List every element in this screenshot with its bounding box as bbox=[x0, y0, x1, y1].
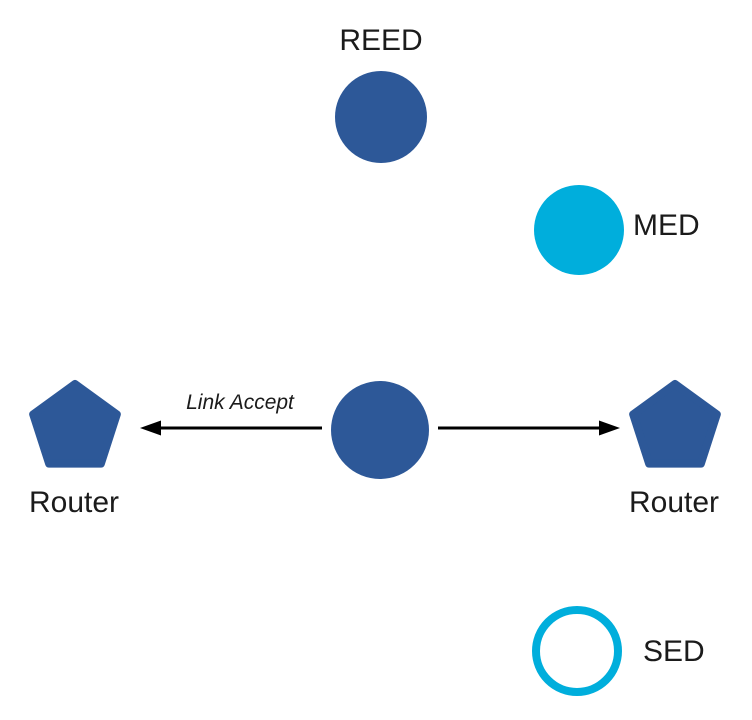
right-arrowhead bbox=[599, 420, 620, 436]
med-node-circle bbox=[534, 185, 624, 275]
router-right-label: Router bbox=[628, 486, 720, 519]
center-node-circle bbox=[331, 381, 429, 479]
link-accept-edge-label: Link Accept bbox=[186, 391, 294, 414]
reed-node-circle bbox=[335, 71, 427, 163]
router-left-label: Router bbox=[28, 486, 120, 519]
sed-node-circle bbox=[532, 606, 622, 696]
router-left-pentagon bbox=[29, 380, 121, 468]
link-accept-arrowhead bbox=[140, 420, 161, 436]
sed-node-label: SED bbox=[643, 635, 705, 668]
med-node-label: MED bbox=[633, 209, 700, 242]
router-right-pentagon bbox=[629, 380, 721, 468]
reed-node-label: REED bbox=[339, 24, 423, 57]
